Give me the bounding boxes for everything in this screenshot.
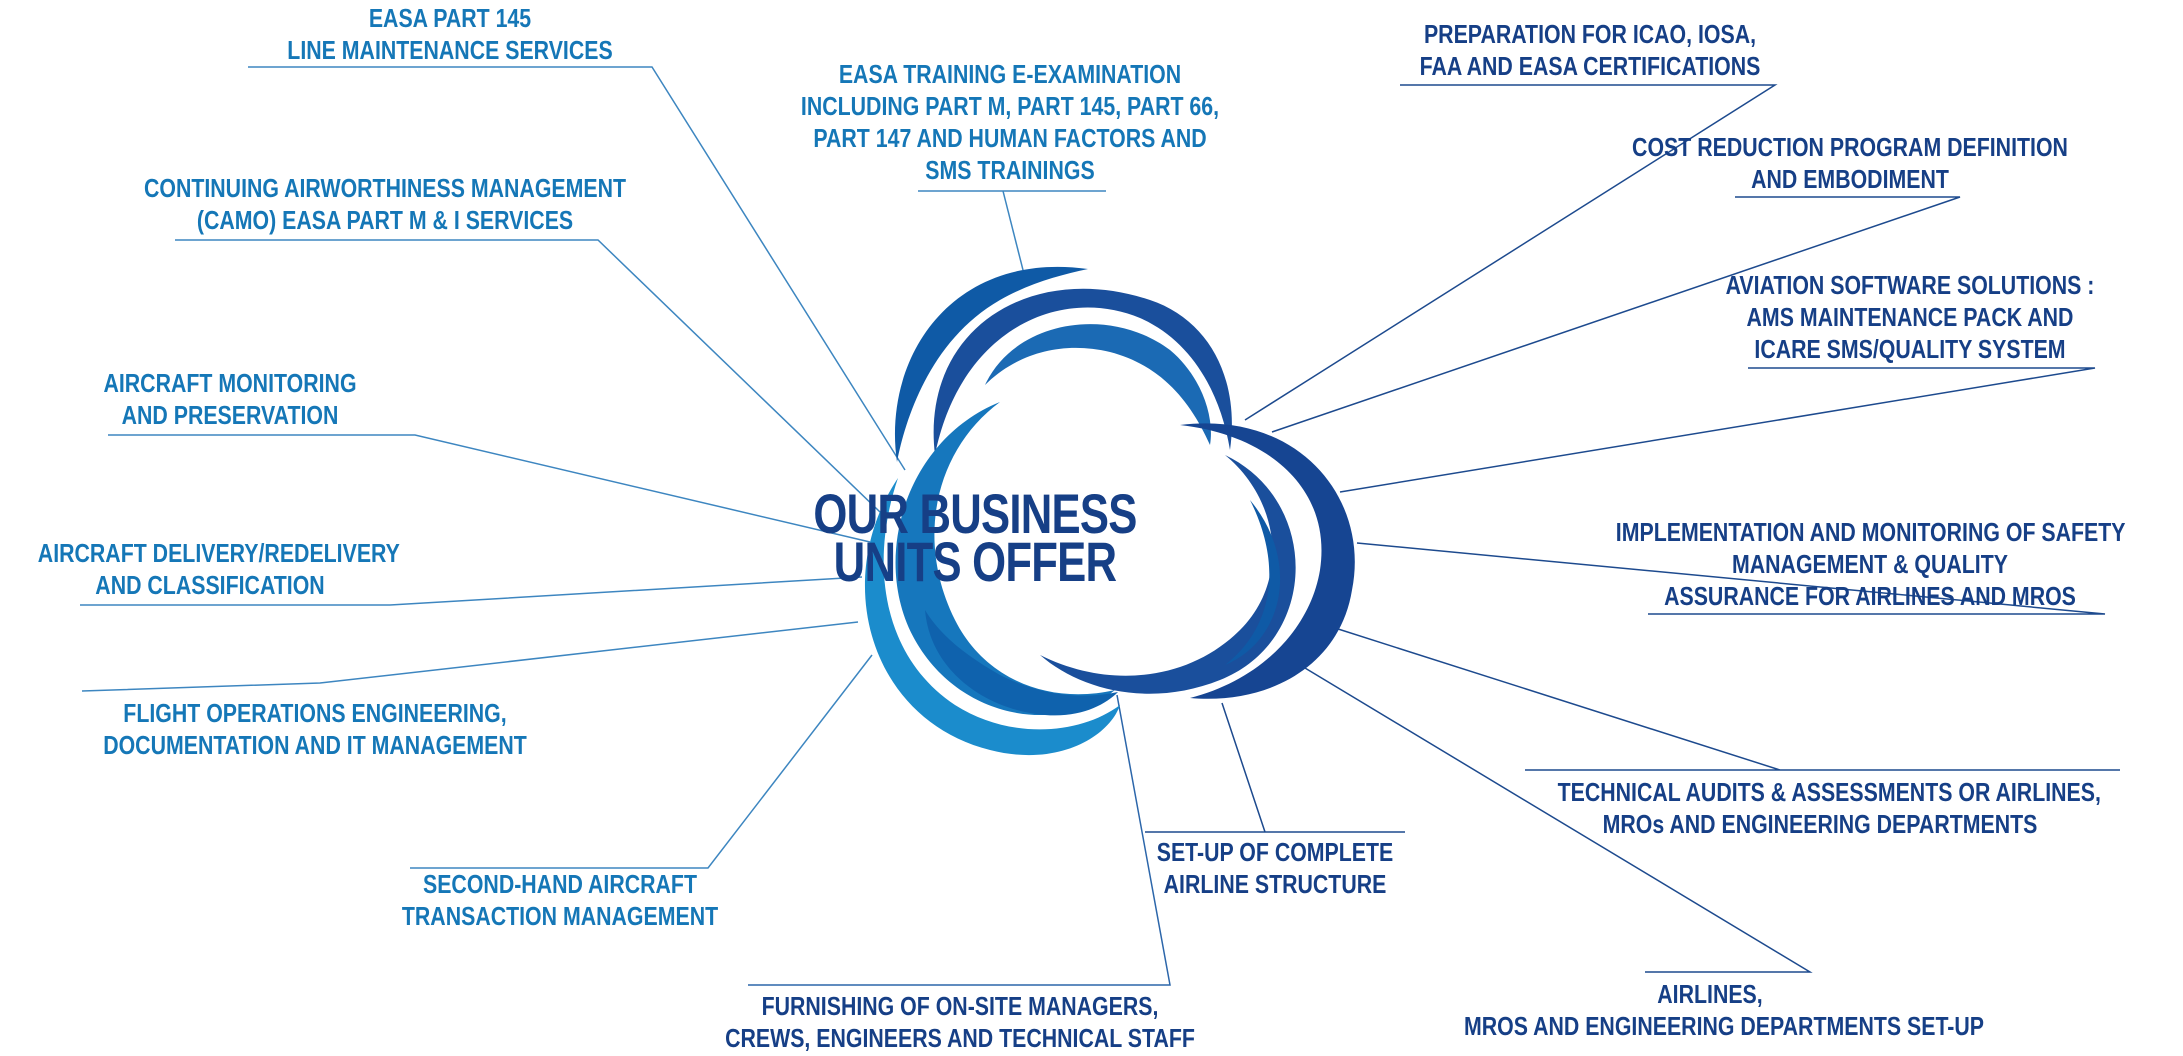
label-furnishing-line-1: FURNISHING OF ON-SITE MANAGERS, — [761, 991, 1159, 1021]
label-delivery: AIRCRAFT DELIVERY/REDELIVERY AND CLASSIF… — [37, 537, 400, 601]
label-delivery-line-2: AND CLASSIFICATION — [95, 570, 325, 600]
swirl-left-inner — [925, 610, 1118, 716]
label-software-line-3: ICARE SMS/QUALITY SYSTEM — [1754, 334, 2066, 364]
center-title-line-2: UNITS OFFER — [833, 530, 1117, 593]
label-camo: CONTINUING AIRWORTHINESS MANAGEMENT (CAM… — [135, 172, 635, 236]
label-easa145-line-2: LINE MAINTENANCE SERVICES — [287, 35, 613, 65]
label-flightops: FLIGHT OPERATIONS ENGINEERING, DOCUMENTA… — [90, 697, 541, 761]
label-flightops-line-1: FLIGHT OPERATIONS ENGINEERING, — [123, 698, 507, 728]
label-easa145-line-1: EASA PART 145 — [368, 3, 532, 33]
label-certifications: PREPARATION FOR ICAO, IOSA, FAA AND EASA… — [1410, 18, 1771, 82]
label-camo-line-2: (CAMO) EASA PART M & I SERVICES — [196, 205, 574, 235]
label-furnishing-line-2: CREWS, ENGINEERS AND TECHNICAL STAFF — [725, 1023, 1195, 1053]
label-monitoring-line-1: AIRCRAFT MONITORING — [103, 368, 357, 398]
connector-easa145 — [248, 66, 906, 471]
label-setup-line-1: SET-UP OF COMPLETE — [1156, 837, 1394, 867]
label-costreduction-line-2: AND EMBODIMENT — [1751, 164, 1949, 194]
connector-training-stem — [1002, 190, 1024, 271]
swirl-top-arc — [933, 288, 1232, 455]
connector-furnishing — [748, 694, 1171, 986]
label-safety: IMPLEMENTATION AND MONITORING OF SAFETY … — [1615, 516, 2126, 612]
label-software-line-2: AMS MAINTENANCE PACK AND — [1746, 302, 2074, 332]
label-setup-line-2: AIRLINE STRUCTURE — [1163, 869, 1387, 899]
connector-secondhand — [410, 654, 873, 869]
connector-lines — [80, 66, 2120, 986]
connector-camo — [175, 239, 881, 513]
label-training-line-4: SMS TRAININGS — [925, 155, 1095, 185]
label-audits-line-2: MROs AND ENGINEERING DEPARTMENTS — [1602, 809, 2038, 839]
swirl-logo — [864, 266, 1355, 756]
swirl-top-inner — [985, 324, 1211, 445]
label-airlines: AIRLINES, MROS AND ENGINEERING DEPARTMEN… — [1464, 978, 1985, 1042]
label-safety-line-3: ASSURANCE FOR AIRLINES AND MROS — [1664, 581, 2076, 611]
label-costreduction: COST REDUCTION PROGRAM DEFINITION AND EM… — [1629, 131, 2072, 195]
connector-delivery — [80, 576, 863, 606]
label-safety-line-2: MANAGEMENT & QUALITY — [1732, 549, 2008, 579]
label-certifications-line-2: FAA AND EASA CERTIFICATIONS — [1419, 51, 1761, 81]
label-airlines-line-1: AIRLINES, — [1657, 979, 1763, 1009]
connector-software — [1339, 367, 2096, 493]
connector-airlines — [1299, 664, 1813, 973]
label-flightops-line-2: DOCUMENTATION AND IT MANAGEMENT — [103, 730, 527, 760]
center-title: OUR BUSINESS UNITS OFFER — [807, 482, 1142, 593]
label-airlines-line-2: MROS AND ENGINEERING DEPARTMENTS SET-UP — [1464, 1011, 1985, 1041]
label-training-line-3: PART 147 AND HUMAN FACTORS AND — [813, 123, 1207, 153]
label-certifications-line-1: PREPARATION FOR ICAO, IOSA, — [1423, 19, 1757, 49]
swirl-left-arc — [895, 402, 1115, 716]
connector-flightops — [81, 621, 859, 692]
connector-monitoring — [108, 434, 871, 543]
label-training-line-1: EASA TRAINING E-EXAMINATION — [838, 59, 1182, 89]
swirl-right-arc — [1040, 455, 1296, 694]
swirl-right-outer — [1180, 423, 1355, 699]
connector-certifications — [1244, 84, 1778, 421]
label-secondhand-line-1: SECOND-HAND AIRCRAFT — [422, 869, 697, 899]
label-easa145: EASA PART 145 LINE MAINTENANCE SERVICES — [261, 2, 638, 66]
label-safety-line-1: IMPLEMENTATION AND MONITORING OF SAFETY — [1615, 517, 2126, 547]
label-monitoring: AIRCRAFT MONITORING AND PRESERVATION — [87, 367, 374, 431]
label-monitoring-line-2: AND PRESERVATION — [121, 400, 339, 430]
label-audits-line-1: TECHNICAL AUDITS & ASSESSMENTS OR AIRLIN… — [1557, 777, 2101, 807]
connector-setup-stem — [1221, 702, 1266, 833]
connector-audits — [1334, 627, 2120, 771]
label-training: EASA TRAINING E-EXAMINATION INCLUDING PA… — [756, 58, 1264, 186]
connector-costreduction — [1271, 196, 1961, 433]
label-furnishing: FURNISHING OF ON-SITE MANAGERS, CREWS, E… — [706, 990, 1214, 1054]
label-secondhand-line-2: TRANSACTION MANAGEMENT — [401, 901, 719, 931]
label-software: AVIATION SOFTWARE SOLUTIONS : AMS MAINTE… — [1697, 269, 2123, 365]
swirl-right-inner — [1225, 500, 1281, 665]
label-camo-line-1: CONTINUING AIRWORTHINESS MANAGEMENT — [143, 173, 627, 203]
label-audits: TECHNICAL AUDITS & ASSESSMENTS OR AIRLIN… — [1557, 776, 2101, 840]
connector-safety — [1356, 542, 2106, 615]
label-training-line-2: INCLUDING PART M, PART 145, PART 66, — [800, 91, 1220, 121]
swirl-left-outer — [864, 478, 1120, 756]
label-software-line-1: AVIATION SOFTWARE SOLUTIONS : — [1725, 270, 2095, 300]
center-title-line-1: OUR BUSINESS — [813, 482, 1137, 545]
label-delivery-line-1: AIRCRAFT DELIVERY/REDELIVERY — [37, 538, 400, 568]
swirl-top-outer — [894, 266, 1088, 462]
label-secondhand: SECOND-HAND AIRCRAFT TRANSACTION MANAGEM… — [396, 868, 724, 932]
label-costreduction-line-1: COST REDUCTION PROGRAM DEFINITION — [1632, 132, 2068, 162]
label-setup: SET-UP OF COMPLETE AIRLINE STRUCTURE — [1140, 836, 1411, 900]
